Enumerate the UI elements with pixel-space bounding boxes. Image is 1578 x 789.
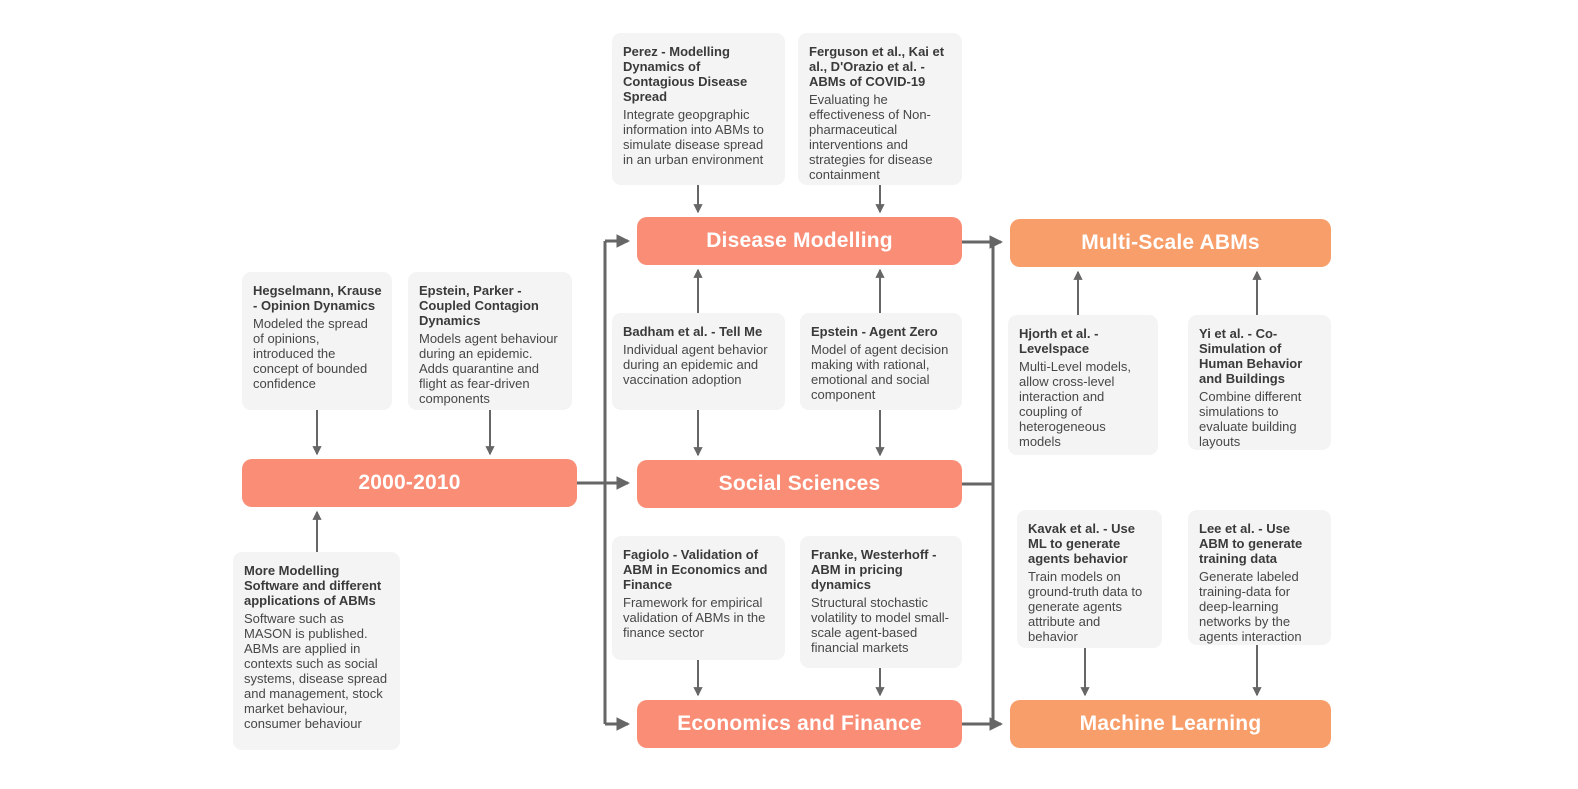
note-ferguson: Ferguson et al., Kai et al., D'Orazio et… <box>798 33 962 185</box>
note-fagiolo-title: Fagiolo - Validation of ABM in Economics… <box>623 547 768 592</box>
note-more-software-title: More Modelling Software and different ap… <box>244 563 382 608</box>
note-lee-title: Lee et al. - Use ABM to generate trainin… <box>1199 521 1303 566</box>
node-decade-label: 2000-2010 <box>358 471 461 494</box>
note-epstein-parker-body: Models agent behaviour during an epidemi… <box>419 331 558 406</box>
note-badham: Badham et al. - Tell Me Individual agent… <box>612 313 785 410</box>
note-epstein-zero-body: Model of agent decision making with rati… <box>811 342 949 402</box>
note-epstein-parker-title: Epstein, Parker - Coupled Contagion Dyna… <box>419 283 539 328</box>
note-epstein-zero-title: Epstein - Agent Zero <box>811 324 938 339</box>
node-disease-modelling: Disease Modelling <box>637 217 962 265</box>
node-decade-2000-2010: 2000-2010 <box>242 459 577 507</box>
note-badham-body: Individual agent behavior during an epid… <box>623 342 768 387</box>
note-epstein-parker: Epstein, Parker - Coupled Contagion Dyna… <box>408 272 572 410</box>
note-kavak: Kavak et al. - Use ML to generate agents… <box>1017 510 1162 648</box>
note-badham-title: Badham et al. - Tell Me <box>623 324 763 339</box>
note-hegselmann-title: Hegselmann, Krause - Opinion Dynamics <box>253 283 382 313</box>
note-perez-title: Perez - Modelling Dynamics of Contagious… <box>623 44 748 104</box>
node-social-sciences: Social Sciences <box>637 460 962 508</box>
note-kavak-title: Kavak et al. - Use ML to generate agents… <box>1028 521 1135 566</box>
note-more-modelling-software: More Modelling Software and different ap… <box>233 552 400 750</box>
note-hjorth-body: Multi-Level models, allow cross-level in… <box>1019 359 1131 449</box>
node-disease-label: Disease Modelling <box>706 229 893 252</box>
node-machine-learning: Machine Learning <box>1010 700 1331 748</box>
node-multiscale-label: Multi-Scale ABMs <box>1081 231 1260 254</box>
note-yi-title: Yi et al. - Co-Simulation of Human Behav… <box>1199 326 1303 386</box>
note-perez: Perez - Modelling Dynamics of Contagious… <box>612 33 785 185</box>
node-economics-label: Economics and Finance <box>677 712 922 735</box>
node-social-label: Social Sciences <box>718 472 881 495</box>
note-perez-body: Integrate geopgraphic information into A… <box>623 107 764 167</box>
note-more-software-body: Software such as MASON is published. ABM… <box>244 611 388 731</box>
note-fagiolo: Fagiolo - Validation of ABM in Economics… <box>612 536 785 660</box>
note-hegselmann: Hegselmann, Krause - Opinion Dynamics Mo… <box>242 272 392 410</box>
note-hjorth-title: Hjorth et al. - Levelspace <box>1019 326 1099 356</box>
note-hjorth: Hjorth et al. - Levelspace Multi-Level m… <box>1008 315 1158 455</box>
note-ferguson-title: Ferguson et al., Kai et al., D'Orazio et… <box>809 44 945 89</box>
note-lee-body: Generate labeled training-data for deep-… <box>1199 569 1302 644</box>
note-ferguson-body: Evaluating he effectiveness of Non-pharm… <box>809 92 933 182</box>
note-franke-body: Structural stochastic volatility to mode… <box>811 595 949 655</box>
note-yi: Yi et al. - Co-Simulation of Human Behav… <box>1188 315 1331 450</box>
note-franke-title: Franke, Westerhoff - ABM in pricing dyna… <box>811 547 937 592</box>
note-fagiolo-body: Framework for empirical validation of AB… <box>623 595 766 640</box>
node-multi-scale-abms: Multi-Scale ABMs <box>1010 219 1331 267</box>
node-economics-finance: Economics and Finance <box>637 700 962 748</box>
note-lee: Lee et al. - Use ABM to generate trainin… <box>1188 510 1331 645</box>
note-yi-body: Combine different simulations to evaluat… <box>1199 389 1302 449</box>
note-franke-westerhoff: Franke, Westerhoff - ABM in pricing dyna… <box>800 536 962 668</box>
note-kavak-body: Train models on ground-truth data to gen… <box>1028 569 1143 644</box>
node-ml-label: Machine Learning <box>1079 712 1262 735</box>
note-epstein-agent-zero: Epstein - Agent Zero Model of agent deci… <box>800 313 962 410</box>
note-hegselmann-body: Modeled the spread of opinions, introduc… <box>253 316 368 391</box>
